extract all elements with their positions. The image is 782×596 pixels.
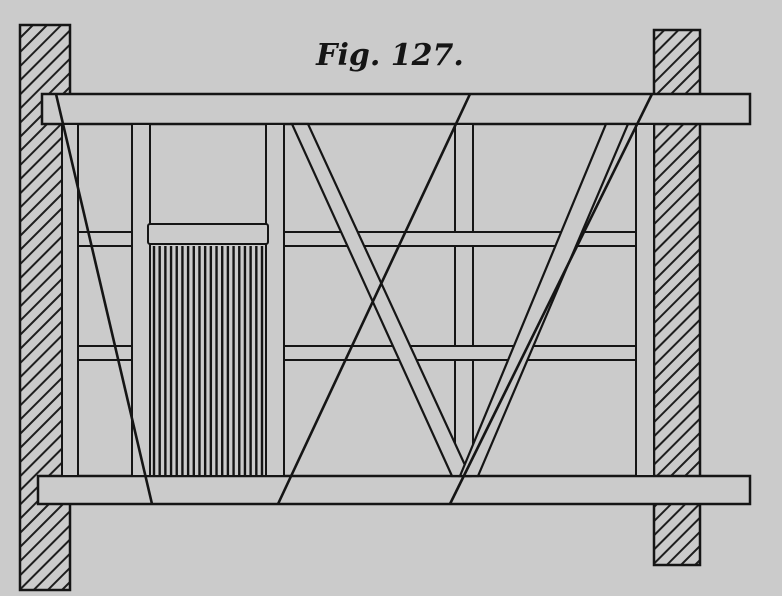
brace-right-to-left xyxy=(458,122,630,478)
panel-cap xyxy=(147,223,269,245)
rail xyxy=(77,345,133,361)
post xyxy=(61,123,79,477)
hatched-panel xyxy=(147,223,269,477)
tie-2 xyxy=(276,93,472,505)
posts xyxy=(61,123,655,477)
bottom-beam xyxy=(36,474,752,506)
post xyxy=(265,123,285,477)
tension-ties xyxy=(54,93,654,505)
rails xyxy=(77,231,637,361)
beams xyxy=(36,92,752,506)
post xyxy=(635,123,655,477)
braces xyxy=(290,122,630,478)
top-beam xyxy=(40,92,752,126)
panel-body xyxy=(149,243,267,477)
figure-title: Fig. 127. xyxy=(316,38,464,73)
tie-1 xyxy=(54,93,154,505)
rail xyxy=(283,345,637,361)
post xyxy=(454,123,474,477)
rail xyxy=(283,231,637,247)
rail xyxy=(77,231,133,247)
brace-left-to-right xyxy=(290,122,472,478)
post xyxy=(131,123,151,477)
tie-3 xyxy=(448,93,654,505)
